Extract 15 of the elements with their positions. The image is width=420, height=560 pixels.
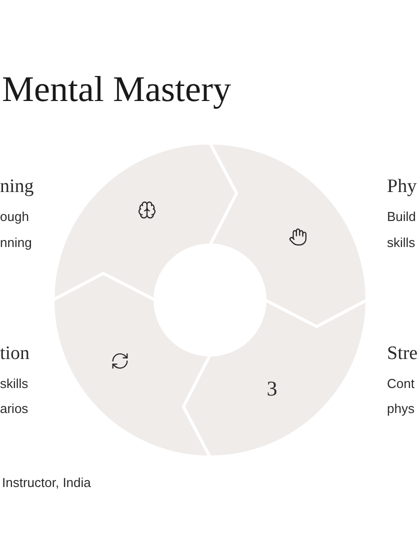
credit-text: Instructor, India	[2, 475, 91, 490]
description-text: phys	[387, 401, 414, 416]
description-text: arios	[0, 401, 28, 416]
description-text: Cont	[387, 376, 414, 391]
description-text: nning	[0, 235, 32, 250]
description-text: ough	[0, 209, 29, 224]
heading-text: tion	[0, 343, 30, 365]
heading-text: Phy	[387, 176, 417, 198]
heading-text: ning	[0, 176, 34, 198]
description-text: Build	[387, 209, 416, 224]
step-number: 3	[266, 376, 278, 402]
heading-text: Stre	[387, 343, 418, 365]
description-text: skills	[0, 376, 28, 391]
description-text: skills	[387, 235, 416, 250]
title: Mental Mastery	[2, 68, 231, 110]
